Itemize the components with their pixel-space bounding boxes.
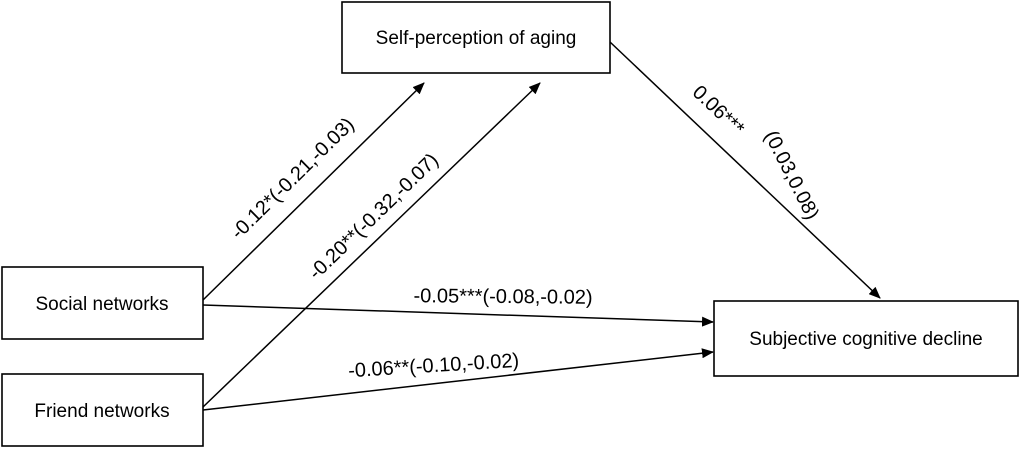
label-social-to-self-perception: -0.12*(-0.21,-0.03) <box>227 114 359 244</box>
node-self-perception-label: Self-perception of aging <box>376 28 577 49</box>
node-social-networks-label: Social networks <box>35 294 168 315</box>
arrow-self-perception-to-cognitive-decline <box>609 41 881 299</box>
label-social-to-cognitive-decline: -0.05***(-0.08,-0.02) <box>413 285 592 309</box>
label-self-perception-to-cognitive-ci: (0.03,0.08) <box>760 127 824 223</box>
node-cognitive-decline-label: Subjective cognitive decline <box>749 329 982 350</box>
arrow-social-to-cognitive-decline <box>202 304 714 327</box>
node-friend-networks-label: Friend networks <box>34 401 169 422</box>
node-social-networks: Social networks <box>1 266 204 340</box>
node-friend-networks: Friend networks <box>1 373 204 447</box>
node-self-perception-of-aging: Self-perception of aging <box>341 1 611 74</box>
arrow-friend-to-cognitive-decline <box>202 348 714 411</box>
label-self-perception-to-cognitive-coef: 0.06*** <box>688 81 748 140</box>
arrow-social-to-self-perception <box>202 82 425 301</box>
arrow-friend-to-self-perception <box>202 82 541 408</box>
node-subjective-cognitive-decline: Subjective cognitive decline <box>713 300 1019 377</box>
label-friend-to-self-perception: -0.20**(-0.32,-0.07) <box>305 149 443 284</box>
